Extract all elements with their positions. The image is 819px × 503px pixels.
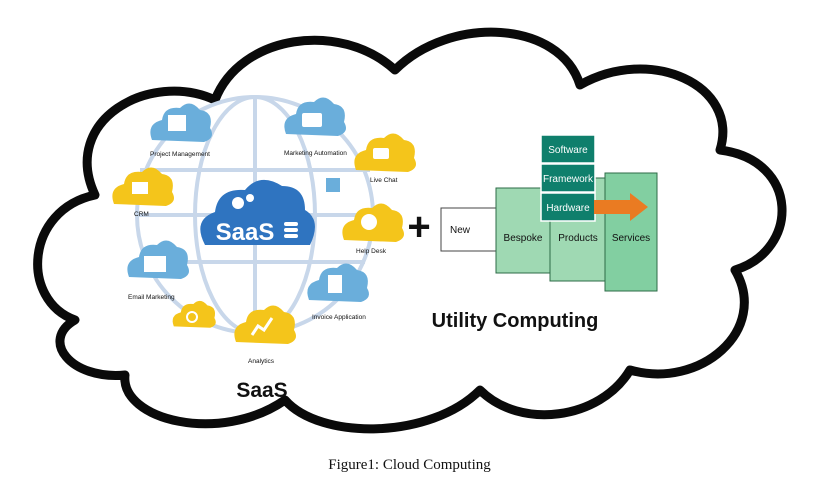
arrow-right-icon [594, 193, 648, 221]
label-project-management: Project Management [150, 151, 210, 158]
layer-software-box [540, 134, 596, 164]
magnifier-small [172, 300, 216, 328]
briefcase-icon [302, 113, 322, 127]
service-marketing-automation [284, 97, 346, 136]
envelope-icon [144, 256, 166, 272]
stage-new-box [440, 207, 498, 252]
plus-sign: + [407, 205, 430, 249]
analytics-icon [250, 317, 274, 336]
service-email-marketing [127, 240, 189, 279]
layer-framework-label: Framework [543, 174, 594, 185]
gear-icon [232, 194, 254, 209]
stage-products-label: Products [558, 233, 597, 244]
monitor-icon [132, 182, 148, 194]
project-management-icon [168, 115, 186, 131]
stage-services-label: Services [612, 233, 650, 244]
label-help-desk: Help Desk [356, 248, 387, 255]
stage-services-box [604, 172, 658, 292]
service-analytics [234, 305, 296, 344]
stage-bespoke-label: Bespoke [504, 233, 543, 244]
label-live-chat: Live Chat [370, 177, 398, 184]
label-analytics: Analytics [248, 358, 275, 365]
invoice-icon [328, 275, 342, 293]
label-crm: CRM [134, 211, 149, 218]
service-help-desk [342, 203, 404, 242]
layer-hardware-label: Hardware [546, 203, 590, 214]
floppy-icon [326, 178, 340, 192]
magnifier-icon [186, 311, 198, 323]
layer-hardware-box [540, 192, 596, 222]
service-invoice-application [307, 263, 369, 302]
coin-stack-icon [284, 222, 298, 238]
layer-framework-box [540, 163, 596, 193]
layer-software-label: Software [548, 145, 588, 156]
stage-new-label: New [450, 225, 471, 236]
service-project-management [150, 103, 212, 142]
label-email-marketing: Email Marketing [128, 294, 175, 301]
service-crm [112, 167, 174, 206]
saas-center-label: SaaS [216, 219, 275, 246]
floppy-small [326, 178, 340, 192]
saas-center-cloud: SaaS [200, 179, 315, 246]
chat-icon [373, 148, 389, 159]
label-marketing-automation: Marketing Automation [284, 150, 347, 157]
headset-icon [361, 214, 377, 230]
utility-computing-title: Utility Computing [432, 310, 599, 332]
utility-computing-diagram: Software Framework Hardware New Bespoke … [440, 134, 658, 292]
saas-section-label: SaaS [236, 379, 287, 402]
label-invoice-application: Invoice Application [312, 314, 366, 321]
service-live-chat [354, 133, 416, 172]
figure-caption: Figure1: Cloud Computing [328, 457, 491, 473]
